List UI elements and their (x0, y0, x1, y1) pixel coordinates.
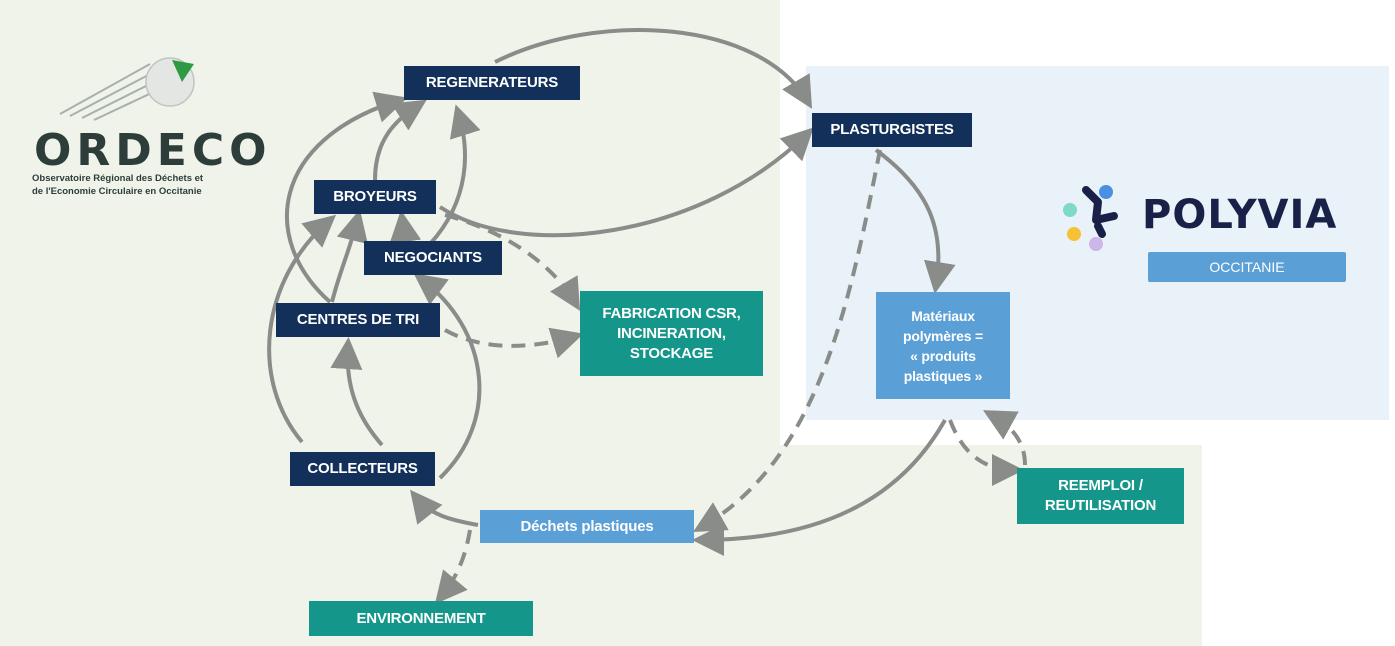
arrow-materiaux-dechets (692, 419, 947, 556)
arrow-dechets-collecteurs (410, 489, 479, 527)
node-centres-de-tri: CENTRES DE TRI (276, 303, 440, 337)
node-broyeurs: BROYEURS (314, 180, 436, 214)
ordeco-wordmark: ORDECO (34, 125, 272, 176)
fabrication-line2: INCINERATION, (617, 324, 726, 342)
ordeco-subtitle-line1: Observatoire Régional des Déchets et (32, 173, 204, 184)
arrow-regenerateurs-plasturgistes (494, 28, 813, 109)
node-negociants: NEGOCIANTS (364, 241, 502, 275)
materiaux-line3: « produits (910, 347, 976, 364)
node-fabrication-csr: FABRICATION CSR, INCINERATION, STOCKAGE (580, 291, 763, 376)
arrow-centres-broyeurs (330, 209, 368, 303)
arrow-materiaux-reemploi-dashed (948, 419, 1024, 486)
arrow-broyeurs-fabrication-dashed (444, 213, 581, 311)
node-collecteurs: COLLECTEURS (290, 452, 435, 486)
node-regenerateurs: REGENERATEURS (404, 66, 580, 100)
node-reemploi-reutilisation: REEMPLOI / REUTILISATION (1017, 468, 1184, 524)
polyvia-region-bar: OCCITANIE (1148, 252, 1346, 282)
materiaux-line2: polymères = (903, 327, 983, 344)
node-environnement: ENVIRONNEMENT (309, 601, 533, 636)
polyvia-molecule-icon (1063, 185, 1118, 251)
arrow-collecteurs-centres (330, 337, 384, 447)
arrow-centres-fabrication-dashed (444, 327, 584, 359)
arrow-plasturgistes-dechets-dashed (693, 149, 882, 532)
node-plasturgistes: PLASTURGISTES (812, 113, 972, 147)
polyvia-logo: POLYVIA OCCITANIE (1058, 180, 1358, 290)
polyvia-wordmark: POLYVIA (1142, 192, 1338, 238)
arrow-centres-regenerateurs (285, 91, 408, 304)
materiaux-line1: Matériaux (911, 307, 975, 324)
fabrication-line3: STOCKAGE (629, 344, 714, 362)
arrow-negociants-regenerateurs (428, 104, 481, 246)
arrow-collecteurs-broyeurs (267, 214, 337, 444)
ordeco-logo: ORDECO Observatoire Régional des Déchets… (30, 52, 267, 202)
arrow-collecteurs-negociants (413, 273, 482, 480)
fabrication-line1: FABRICATION CSR, (602, 304, 741, 322)
arrow-broyeurs-regenerateurs (373, 99, 427, 181)
arrow-dechets-environnement-dashed (434, 529, 472, 605)
materiaux-line4: plastiques » (903, 367, 983, 384)
ordeco-subtitle-line2: de l'Economie Circulaire en Occitanie (32, 186, 202, 197)
reemploi-line2: REUTILISATION (1044, 497, 1157, 514)
arrow-reemploi-materiaux-dashed (982, 410, 1027, 466)
ordeco-ball-icon (59, 57, 195, 121)
arrow-plasturgistes-materiaux (874, 148, 956, 294)
node-dechets-plastiques: Déchets plastiques (480, 510, 694, 543)
reemploi-line1: REEMPLOI / (1058, 477, 1143, 494)
arrow-broyeurs-plasturgistes (438, 127, 814, 238)
arrow-negociants-broyeurs (389, 210, 422, 244)
node-materiaux-polymeres: Matériaux polymères = « produits plastiq… (876, 292, 1010, 399)
ordeco-subtitle: Observatoire Régional des Déchets et de … (32, 172, 232, 198)
